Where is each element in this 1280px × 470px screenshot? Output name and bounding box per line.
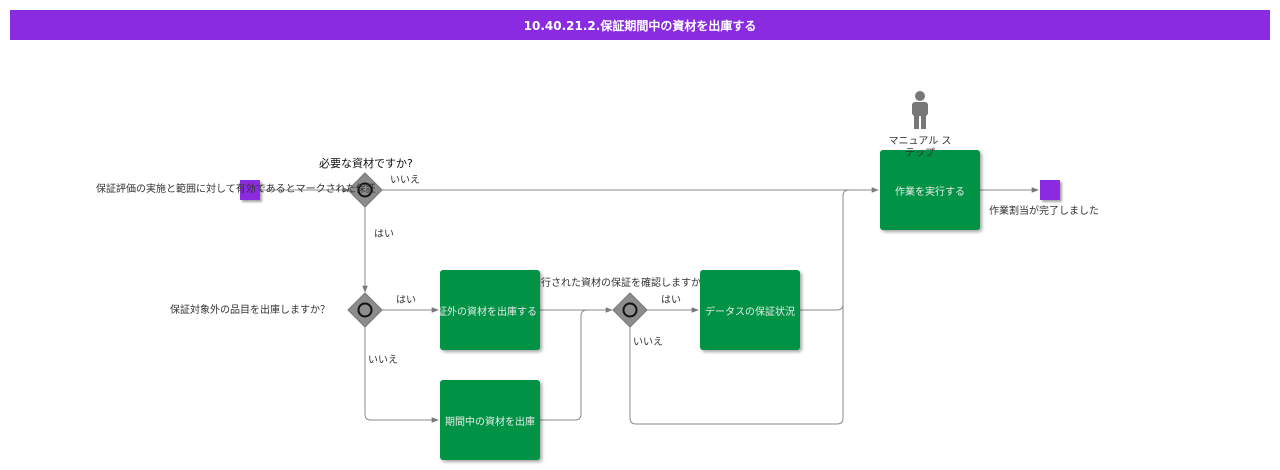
diagram-title: 10.40.21.2.保証期間中の資材を出庫する bbox=[10, 10, 1270, 40]
gateway1 bbox=[347, 172, 383, 208]
gateway2-question: 保証対象外の品目を出庫しますか？ bbox=[170, 305, 330, 316]
gateway1-yes-label: はい bbox=[374, 229, 394, 240]
gateway2 bbox=[347, 292, 383, 328]
task-execute-work-label: 作業を実行する bbox=[895, 186, 965, 198]
start-event[interactable] bbox=[240, 180, 260, 200]
flow-gateway3-no bbox=[629, 189, 878, 425]
gateway3-no-label: いいえ bbox=[633, 337, 663, 348]
gateway1-no-label: いいえ bbox=[390, 175, 420, 186]
flow-task2-to-gateway3 bbox=[540, 309, 612, 421]
gateway3-question: 発行された資材の保証を確認しますか？ bbox=[531, 278, 711, 289]
task-data-warranty-status-label: データスの保証状況 bbox=[705, 306, 795, 318]
flow-gateway2-no bbox=[364, 326, 439, 423]
manual-step-person-icon bbox=[912, 91, 928, 129]
end-event-label: 作業割当が完了しました bbox=[989, 206, 1099, 217]
gateway3-yes-label: はい bbox=[661, 295, 681, 306]
task-execute-work[interactable]: 作業を実行する bbox=[880, 150, 980, 230]
gateway2-no-label: いいえ bbox=[368, 355, 398, 366]
task-issue-out-of-warranty-label: 保証外の資材を出庫する bbox=[440, 306, 537, 318]
task-issue-in-warranty[interactable]: 期間中の資材を出庫 bbox=[440, 380, 540, 460]
task-data-warranty-status[interactable]: データスの保証状況 bbox=[700, 270, 800, 350]
flow-datatask-to-execute bbox=[800, 196, 844, 311]
start-event-label: 保証評価の実施と範囲に対して有効であるとマークされた保証 bbox=[96, 184, 376, 195]
manual-step-label: マニュアル ステップ bbox=[888, 136, 952, 159]
task-issue-out-of-warranty[interactable]: 保証外の資材を出庫する bbox=[440, 270, 540, 350]
gateway3 bbox=[612, 292, 648, 328]
end-event[interactable] bbox=[1040, 180, 1060, 200]
gateway2-yes-label: はい bbox=[396, 295, 416, 306]
gateway1-question: 必要な資材ですか? bbox=[319, 157, 413, 170]
task-issue-in-warranty-label: 期間中の資材を出庫 bbox=[445, 416, 535, 428]
